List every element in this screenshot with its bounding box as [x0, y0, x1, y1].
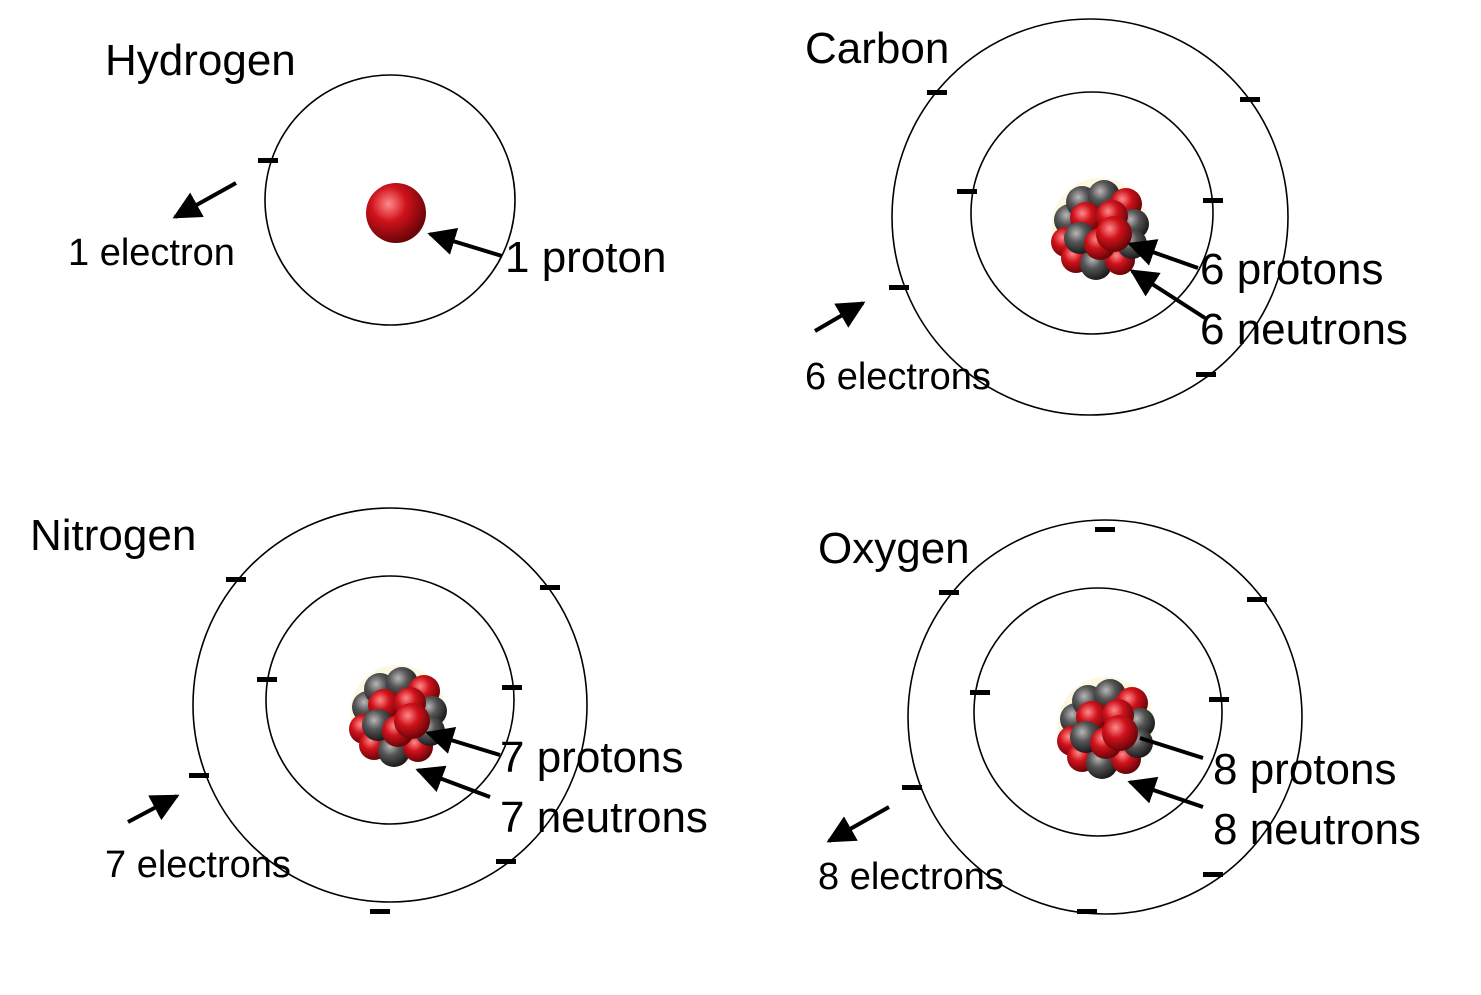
- electron: [902, 785, 922, 790]
- electron: [889, 285, 909, 290]
- proton-count-label: 1 proton: [505, 233, 666, 282]
- electron: [370, 909, 390, 914]
- nucleus: [366, 183, 426, 243]
- electron: [1247, 597, 1267, 602]
- electron: [1203, 872, 1223, 877]
- electron: [258, 158, 278, 163]
- neutron-count-label: 7 neutrons: [500, 793, 708, 842]
- electron: [540, 585, 560, 590]
- atom-oxygen: Oxygen 8 electrons 8 protons 8 neutrons: [818, 519, 1421, 915]
- electron: [502, 685, 522, 690]
- proton-arrow: [427, 227, 503, 258]
- nucleus: [349, 665, 447, 767]
- neutron-arrow: [415, 765, 491, 799]
- electron: [1209, 697, 1229, 702]
- electron-shell-2: [891, 18, 1289, 416]
- electron-arrow: [813, 301, 866, 333]
- proton: [1096, 216, 1132, 252]
- electron-shell-1: [970, 91, 1214, 335]
- electron-arrow: [172, 181, 237, 219]
- electron: [1196, 372, 1216, 377]
- proton: [394, 703, 430, 739]
- element-name: Nitrogen: [30, 511, 196, 560]
- atom-carbon: Carbon 6 electrons 6 protons 6 neutrons: [805, 18, 1408, 416]
- neutron-arrow: [1129, 269, 1207, 320]
- electron-arrow: [127, 794, 180, 824]
- electron-arrow: [826, 805, 890, 843]
- proton: [1102, 715, 1138, 751]
- electron: [1077, 909, 1097, 914]
- element-name: Carbon: [805, 24, 949, 73]
- electron: [496, 859, 516, 864]
- electron: [1095, 527, 1115, 532]
- electron: [226, 577, 246, 582]
- electron: [189, 773, 209, 778]
- proton-count-label: 8 protons: [1213, 745, 1396, 794]
- electron-shell-1: [973, 587, 1223, 837]
- element-name: Hydrogen: [105, 36, 296, 85]
- proton: [366, 183, 426, 243]
- electron-shell-2: [192, 507, 588, 903]
- electron: [927, 90, 947, 95]
- electron-shell-1: [264, 74, 516, 326]
- neutron-count-label: 6 neutrons: [1200, 305, 1408, 354]
- electron-count-label: 7 electrons: [105, 844, 291, 886]
- atom-nitrogen: Nitrogen 7 electrons 7 protons 7 neutron…: [30, 507, 708, 914]
- electron: [939, 590, 959, 595]
- electron-count-label: 6 electrons: [805, 356, 991, 398]
- atom-hydrogen: Hydrogen 1 electron 1 proton: [68, 36, 666, 326]
- proton-arrow: [1139, 736, 1204, 760]
- electron-count-label: 1 electron: [68, 232, 235, 274]
- electron: [1240, 97, 1260, 102]
- electron-count-label: 8 electrons: [818, 856, 1004, 898]
- proton-arrow: [1127, 239, 1199, 270]
- electron: [970, 690, 990, 695]
- neutron-arrow: [1127, 776, 1204, 809]
- neutron-count-label: 8 neutrons: [1213, 805, 1421, 854]
- electron: [957, 189, 977, 194]
- proton-arrow: [425, 726, 501, 757]
- proton-count-label: 7 protons: [500, 733, 683, 782]
- nucleus: [1057, 677, 1155, 779]
- electron-shell-2: [907, 519, 1303, 915]
- electron-shell-1: [265, 575, 515, 825]
- electron: [257, 677, 277, 682]
- proton-count-label: 6 protons: [1200, 245, 1383, 294]
- nucleus: [1051, 178, 1149, 280]
- electron: [1203, 198, 1223, 203]
- element-name: Oxygen: [818, 524, 970, 573]
